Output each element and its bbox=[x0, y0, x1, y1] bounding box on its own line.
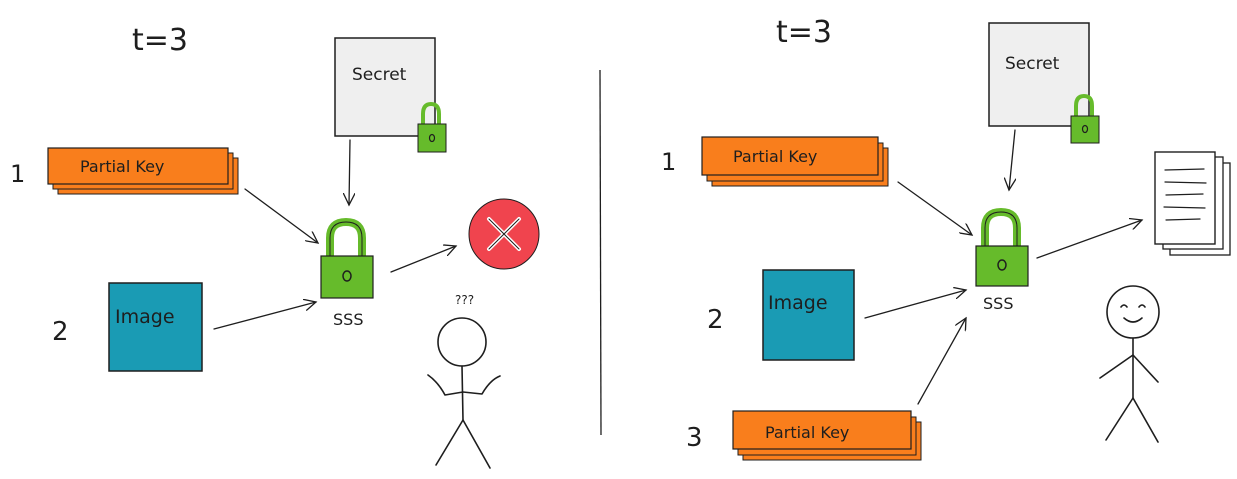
right-arrow-key2-to-lock bbox=[917, 318, 966, 405]
left-combiner-lock-icon bbox=[320, 217, 374, 299]
left-image-tile: Image bbox=[108, 282, 203, 372]
left-arrow-image-to-lock bbox=[213, 302, 316, 330]
left-image-label: Image bbox=[115, 306, 175, 328]
left-panel: t=3 Secret 1 Partial Key 2 Image bbox=[10, 23, 540, 469]
left-arrow-key-to-lock bbox=[244, 188, 318, 243]
right-combiner-lock-icon bbox=[975, 207, 1029, 287]
right-secret-lock-icon bbox=[1070, 93, 1100, 144]
right-image-label: Image bbox=[768, 292, 828, 314]
right-secret-document: Secret bbox=[988, 22, 1100, 144]
left-combiner-label: SSS bbox=[333, 310, 363, 329]
right-panel: t=3 Secret 1 Partial Key 2 Image 3 bbox=[661, 15, 1231, 461]
right-image-tile: Image bbox=[762, 269, 855, 361]
right-documents-icon bbox=[1154, 151, 1231, 256]
left-input-number-1: 1 bbox=[10, 160, 25, 188]
right-input-number-1: 1 bbox=[661, 148, 676, 176]
left-arrow-lock-to-result bbox=[390, 246, 456, 273]
right-input-number-3: 3 bbox=[686, 423, 703, 453]
right-arrow-key1-to-lock bbox=[897, 181, 972, 235]
panel-divider bbox=[599, 69, 602, 436]
left-secret-lock-icon bbox=[417, 101, 447, 153]
right-combiner-label: SSS bbox=[983, 294, 1013, 313]
right-partial-key-card-1: Partial Key bbox=[701, 136, 889, 187]
left-partial-key-card: Partial Key bbox=[47, 147, 239, 195]
right-title: t=3 bbox=[776, 15, 832, 50]
left-confused-person-icon bbox=[427, 317, 501, 469]
left-input-number-2: 2 bbox=[52, 317, 69, 347]
right-secret-label: Secret bbox=[1005, 54, 1060, 74]
left-secret-document: Secret bbox=[334, 37, 447, 153]
right-partial-key-label-1: Partial Key bbox=[733, 147, 817, 166]
right-partial-key-card-2: Partial Key bbox=[732, 410, 922, 461]
right-input-number-2: 2 bbox=[707, 305, 724, 335]
right-partial-key-label-2: Partial Key bbox=[765, 423, 849, 442]
right-arrow-image-to-lock bbox=[864, 290, 966, 319]
left-partial-key-label: Partial Key bbox=[80, 157, 164, 176]
left-secret-label: Secret bbox=[352, 65, 407, 85]
left-title: t=3 bbox=[132, 23, 188, 58]
left-arrow-secret-to-lock bbox=[349, 139, 350, 205]
left-person-caption: ??? bbox=[455, 293, 474, 307]
right-arrow-lock-to-documents bbox=[1036, 220, 1142, 259]
right-arrow-secret-to-lock bbox=[1009, 129, 1015, 190]
right-happy-person-icon bbox=[1099, 285, 1160, 443]
left-fail-x-icon bbox=[468, 198, 540, 270]
